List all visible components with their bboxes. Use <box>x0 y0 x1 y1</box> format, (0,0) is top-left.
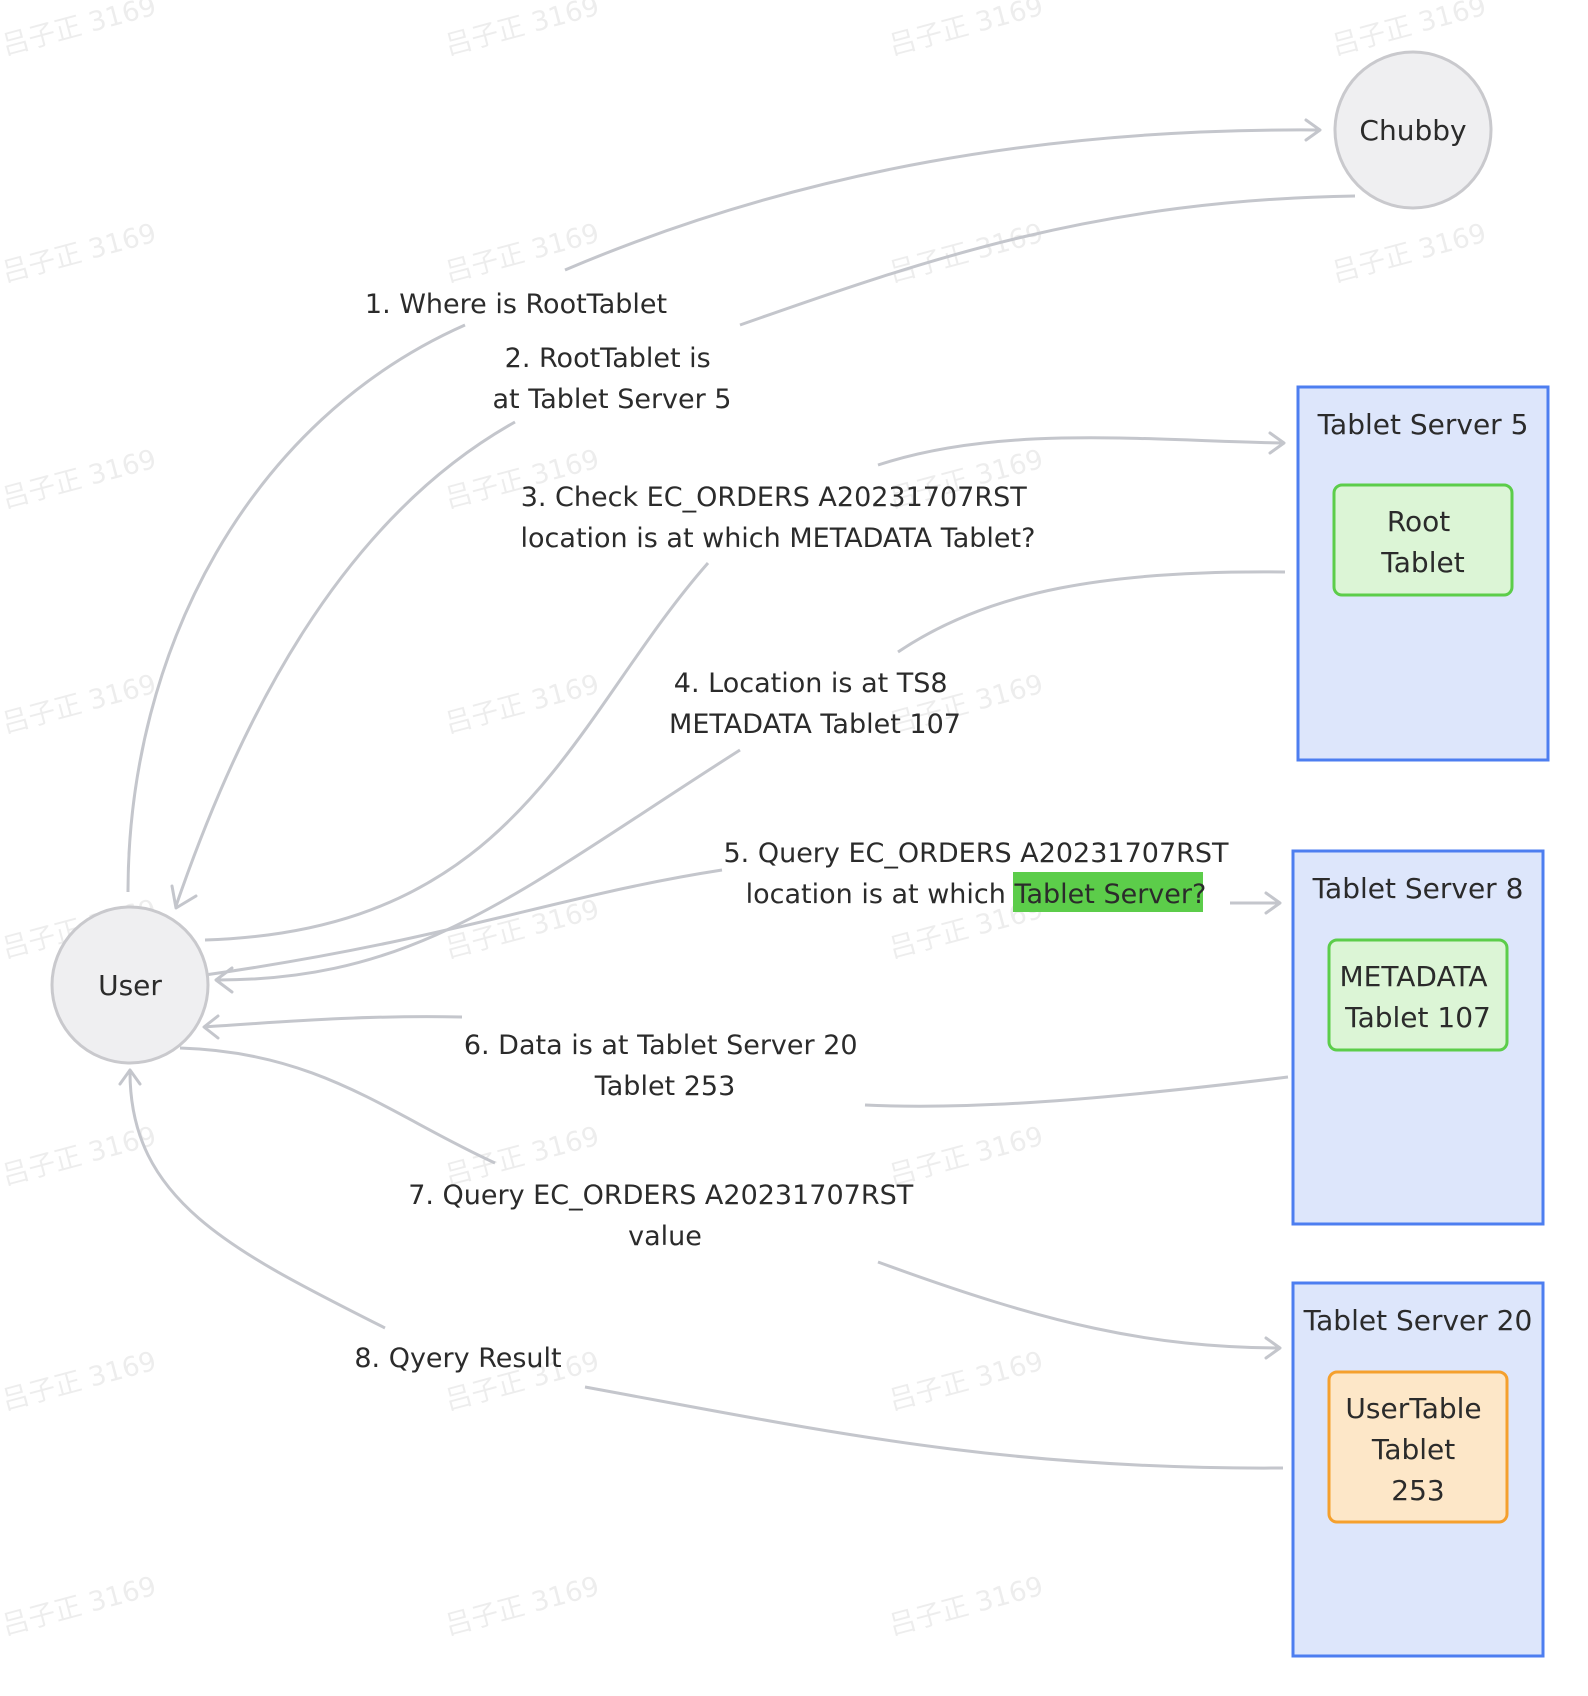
edge-7-query-value <box>179 1046 1282 1360</box>
edge-2-roottablet-location <box>170 194 1356 910</box>
watermark-text: 吕子正 3169 <box>0 1571 160 1642</box>
watermark-text: 吕子正 3169 <box>886 218 1047 289</box>
arrowhead-icon <box>1268 431 1286 455</box>
watermark-text: 吕子正 3169 <box>0 669 160 740</box>
arrowhead-icon <box>202 1014 220 1040</box>
edge-2-label: 2. RootTablet is at Tablet Server 5 <box>492 343 731 415</box>
edge-1-where-is-roottablet <box>126 118 1322 893</box>
tablet-server-8-title: Tablet Server 8 <box>1312 872 1524 905</box>
chubby-label: Chubby <box>1359 114 1466 147</box>
tablet-server-highlight <box>1013 872 1203 912</box>
edge-6-label: 6. Data is at Tablet Server 20 Tablet 25… <box>464 1030 866 1102</box>
edge-5-query-tablet-server <box>204 868 1282 977</box>
watermark-text: 吕子正 3169 <box>0 444 160 515</box>
edge-5-label-line2: location is at which Tablet Server? <box>746 879 1207 910</box>
watermark-text: 吕子正 3169 <box>442 894 603 965</box>
edge-6-data-location <box>202 1014 1289 1108</box>
watermark-text: 吕子正 3169 <box>0 218 160 289</box>
user-label: User <box>98 969 162 1002</box>
usertable-tablet-label: UserTable Tablet 253 <box>1345 1392 1490 1507</box>
tablet-server-5-title: Tablet Server 5 <box>1317 408 1529 441</box>
watermark-text: 吕子正 3169 <box>442 1571 603 1642</box>
chubby-node: Chubby <box>1333 50 1493 210</box>
root-tablet-box <box>1332 483 1514 597</box>
arrowhead-icon <box>118 1068 142 1086</box>
arrowhead-icon <box>1264 1336 1282 1360</box>
watermark-text: 吕子正 3169 <box>442 0 603 62</box>
watermark-text: 吕子正 3169 <box>0 1346 160 1417</box>
tablet-server-20: Tablet Server 20 UserTable Tablet 253 <box>1291 1281 1545 1658</box>
edge-4-label: 4. Location is at TS8 METADATA Tablet 10… <box>669 668 961 740</box>
usertable-tablet-box <box>1327 1370 1509 1524</box>
tablet-server-8: Tablet Server 8 METADATA Tablet 107 <box>1291 849 1545 1226</box>
metadata-tablet-box <box>1327 938 1509 1052</box>
edge-1-label: 1. Where is RootTablet <box>365 289 667 320</box>
watermark-text: 吕子正 3169 <box>886 1571 1047 1642</box>
arrowhead-icon <box>1304 118 1322 142</box>
edge-3-check-metadata <box>204 431 1286 942</box>
edge-3-label: 3. Check EC_ORDERS A20231707RST location… <box>521 482 1036 554</box>
watermark-text: 吕子正 3169 <box>1329 218 1490 289</box>
root-tablet-label: Root Tablet <box>1380 505 1464 579</box>
arrowhead-icon <box>170 884 198 910</box>
watermark-text: 吕子正 3169 <box>0 0 160 62</box>
tablet-server-5: Tablet Server 5 Root Tablet <box>1296 385 1550 762</box>
watermark-text: 吕子正 3169 <box>442 669 603 740</box>
watermark-text: 吕子正 3169 <box>886 1346 1047 1417</box>
edge-7-label: 7. Query EC_ORDERS A20231707RST value <box>408 1180 922 1252</box>
watermark-layer: 吕子正 3169 吕子正 3169 吕子正 3169 吕子正 3169 吕子正 3169… <box>0 0 1490 1642</box>
edge-4-location-ts8 <box>214 570 1286 994</box>
edge-8-label: 8. Qyery Result <box>354 1343 561 1374</box>
watermark-text: 吕子正 3169 <box>0 1121 160 1192</box>
watermark-text: 吕子正 3169 <box>886 0 1047 62</box>
user-node: User <box>50 905 210 1065</box>
arrowhead-icon <box>1264 891 1282 915</box>
watermark-text: 吕子正 3169 <box>442 218 603 289</box>
tablet-server-20-title: Tablet Server 20 <box>1303 1304 1533 1337</box>
edge-8-query-result <box>118 1068 1284 1470</box>
edge-5-label-line1: 5. Query EC_ORDERS A20231707RST <box>723 838 1229 869</box>
metadata-tablet-label: METADATA Tablet 107 <box>1340 960 1497 1034</box>
